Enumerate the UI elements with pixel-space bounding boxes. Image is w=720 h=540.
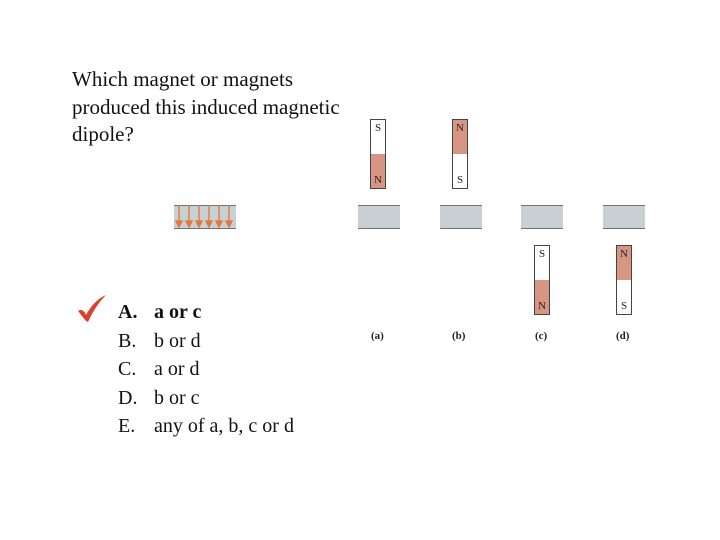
answer-letter: E. — [118, 415, 136, 437]
answer-text: a or c — [154, 301, 202, 323]
magnet-a-top-pole: S — [371, 120, 385, 154]
label-d: (d) — [616, 330, 630, 342]
plate-a — [358, 205, 400, 229]
question-line: produced this induced magnetic — [72, 94, 340, 119]
magnet-b: N S — [452, 119, 468, 189]
label-c: (c) — [535, 330, 548, 342]
induced-dipole-plate — [174, 205, 236, 229]
answer-text: a or d — [154, 358, 200, 380]
answer-letter: D. — [118, 386, 138, 409]
magnet-c-top-pole: S — [535, 246, 549, 280]
answer-text: b or d — [154, 329, 201, 352]
magnet-d: N S — [616, 245, 632, 315]
answer-letter: C. — [118, 358, 137, 380]
magnet-b-top-pole: N — [453, 120, 467, 154]
answer-text: any of a, b, c or d — [154, 415, 294, 437]
magnet-b-bottom-pole: S — [453, 154, 467, 188]
answer-option-d[interactable]: D. b or c — [118, 384, 294, 413]
answer-option-a[interactable]: A. a or c — [118, 298, 294, 327]
magnet-d-top-pole: N — [617, 246, 631, 280]
field-arrows-icon — [174, 205, 234, 229]
magnet-d-bottom-pole: S — [617, 280, 631, 314]
plate-c — [521, 205, 563, 229]
plate-b — [440, 205, 482, 229]
magnet-c-bottom-pole: N — [535, 280, 549, 314]
plate-d — [603, 205, 645, 229]
label-a: (a) — [371, 330, 384, 342]
answer-option-b[interactable]: B. b or d — [118, 327, 294, 356]
answer-letter: B. — [118, 329, 137, 352]
question-text: Which magnet or magnets produced this in… — [72, 66, 402, 149]
magnet-c: S N — [534, 245, 550, 315]
answer-list: A. a or c B. b or d C. a or d D. b or c … — [118, 298, 294, 441]
answer-option-c[interactable]: C. a or d — [118, 355, 294, 384]
checkmark-icon — [76, 294, 108, 329]
answer-letter: A. — [118, 301, 138, 323]
question-line: dipole? — [72, 122, 134, 146]
answer-text: b or c — [154, 386, 200, 409]
magnet-a: S N — [370, 119, 386, 189]
magnet-a-bottom-pole: N — [371, 154, 385, 188]
label-b: (b) — [452, 330, 466, 342]
answer-option-e[interactable]: E. any of a, b, c or d — [118, 412, 294, 441]
question-line: Which magnet or magnets — [72, 67, 294, 91]
